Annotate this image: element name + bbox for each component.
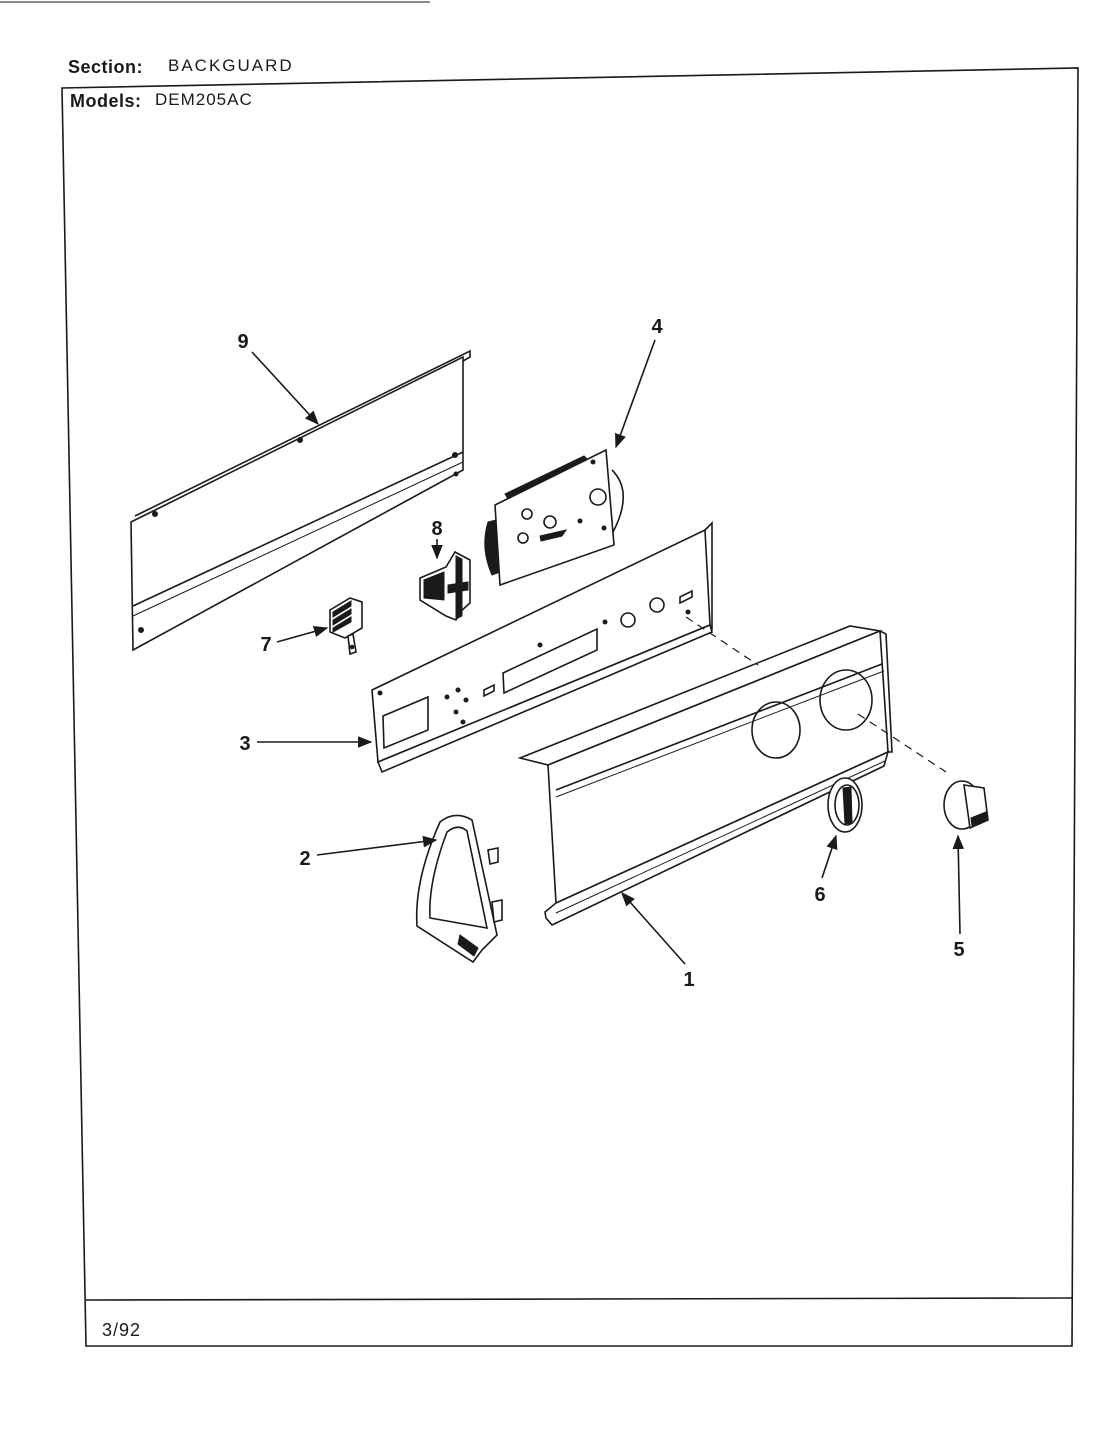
part-7-hole xyxy=(349,644,355,650)
part-9-fold-line xyxy=(132,451,464,607)
part-4-rivet xyxy=(590,459,596,465)
part-7-stripe xyxy=(332,608,352,626)
leader-line-7 xyxy=(276,625,329,643)
part-4-screw xyxy=(521,508,533,520)
callout-label-4: 4 xyxy=(651,316,663,338)
leader-line-6 xyxy=(821,834,838,879)
models-label: Models: xyxy=(70,91,142,111)
part-3-control-hole xyxy=(649,597,665,613)
callout-label-9: 9 xyxy=(237,331,248,353)
part-2-end-cap xyxy=(415,814,503,964)
callout-label-1: 1 xyxy=(683,969,694,991)
part-4-timer xyxy=(484,448,624,587)
part-5-handle-shadow xyxy=(970,811,988,827)
callout-label-6: 6 xyxy=(814,884,825,906)
section-value: BACKGUARD xyxy=(168,56,294,75)
assembly-line xyxy=(685,616,759,666)
part-3-hole xyxy=(444,694,450,700)
callout-label-3: 3 xyxy=(239,733,250,755)
part-1-knob-hole xyxy=(751,701,801,759)
part-1-ridge-line-lower xyxy=(555,670,885,798)
part-7-stripe xyxy=(332,616,352,633)
section-label: Section: xyxy=(68,57,144,77)
part-9-hole xyxy=(297,437,303,443)
part-7-block xyxy=(329,597,363,656)
part-4-rivet xyxy=(577,518,583,524)
part-4-shaft-hole xyxy=(589,488,607,506)
leader-line-9 xyxy=(251,351,319,426)
part-9-hole xyxy=(152,511,158,517)
part-7-leg xyxy=(347,632,357,656)
part-5-knob xyxy=(943,780,989,830)
part-3-hole xyxy=(453,709,459,715)
assembly-line xyxy=(857,713,947,773)
part-9-hole xyxy=(453,471,459,477)
footer-divider xyxy=(85,1297,1073,1301)
part-1-backguard xyxy=(517,625,893,926)
part-3-hole xyxy=(460,719,466,725)
part-3-control-hole xyxy=(620,612,636,628)
part-2-inner xyxy=(429,826,489,929)
part-3-long-window xyxy=(502,627,598,695)
part-9-top-lip xyxy=(134,349,471,517)
part-9-face xyxy=(130,355,464,652)
part-4-screw xyxy=(517,532,529,544)
leader-line-4 xyxy=(615,339,656,449)
part-3-hole xyxy=(685,609,691,615)
callout-label-2: 2 xyxy=(299,848,310,870)
leader-line-2 xyxy=(316,835,438,856)
part-8-coil xyxy=(423,571,445,601)
part-7-stripe xyxy=(332,600,352,618)
part-9-fold-line-lower xyxy=(132,461,464,617)
part-6-knob xyxy=(827,777,863,833)
part-3-bottom-lip xyxy=(376,623,713,774)
part-9-rear-panel xyxy=(130,349,471,652)
part-3-hole xyxy=(463,697,469,703)
part-3-slot xyxy=(679,589,693,605)
part-3-hole xyxy=(602,619,608,625)
part-4-dial-bulge xyxy=(611,469,624,533)
callout-label-8: 8 xyxy=(431,518,442,540)
part-8-switch xyxy=(419,550,471,622)
part-3-hole xyxy=(537,642,543,648)
part-4-rivet xyxy=(601,525,607,531)
part-6-face xyxy=(834,784,860,826)
page-frame xyxy=(61,67,1079,1347)
part-8-terminal xyxy=(447,581,469,594)
part-3-slot xyxy=(483,683,495,698)
part-1-lip-line xyxy=(555,760,886,914)
part-3-hole xyxy=(377,690,383,696)
part-4-lever xyxy=(539,529,568,542)
part-3-hole xyxy=(455,687,461,693)
part-6-grip xyxy=(842,786,853,825)
revision-date: 3/92 xyxy=(102,1320,142,1340)
callout-label-7: 7 xyxy=(260,634,271,656)
leader-line-5 xyxy=(952,834,965,935)
part-9-hole xyxy=(138,627,144,633)
part-1-knob-hole xyxy=(819,669,873,731)
part-4-gear xyxy=(543,515,557,529)
part-3-display-window xyxy=(382,695,429,750)
part-2-tab xyxy=(487,847,499,865)
part-1-ridge-line xyxy=(555,663,883,791)
part-2-tab xyxy=(491,899,503,924)
part-3-control-panel xyxy=(371,521,713,774)
part-2-outer xyxy=(415,814,498,964)
leader-line-1 xyxy=(621,891,686,965)
callout-label-5: 5 xyxy=(953,939,964,961)
part-9-hole xyxy=(452,452,458,458)
models-value: DEM205AC xyxy=(155,90,253,109)
part-2-clip xyxy=(457,934,479,957)
part-1-right-edge xyxy=(879,630,893,753)
